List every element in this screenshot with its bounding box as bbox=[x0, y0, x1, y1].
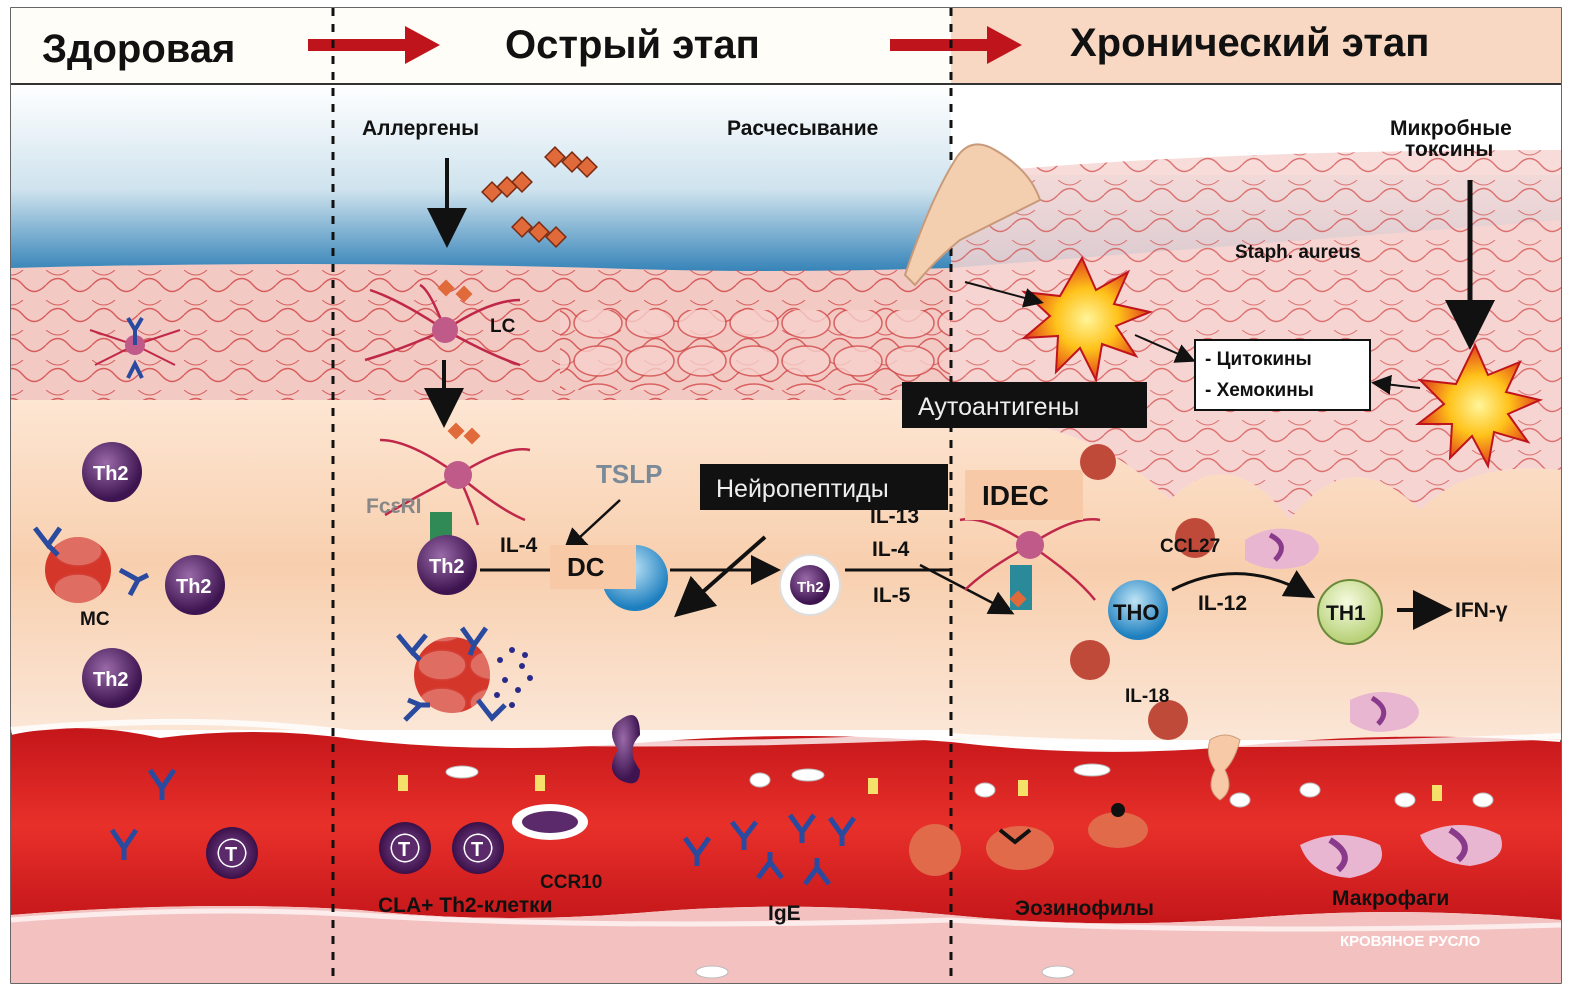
ccr10-label: CCR10 bbox=[540, 872, 602, 893]
svg-text:Th2: Th2 bbox=[797, 579, 824, 596]
svg-text:Th2: Th2 bbox=[176, 576, 212, 598]
svg-text:Th2: Th2 bbox=[93, 669, 129, 691]
th2-cell: Th2 bbox=[82, 648, 142, 708]
microbial-toxins-label-2: токсины bbox=[1405, 138, 1493, 161]
il18-label: IL-18 bbox=[1125, 686, 1169, 707]
svg-text:TH1: TH1 bbox=[1326, 602, 1366, 625]
scratching-label: Расчесывание bbox=[727, 117, 878, 140]
neuropeptides-label: Нейропептиды bbox=[716, 475, 889, 503]
eosinophil-cell bbox=[1080, 444, 1116, 480]
lc-label: LC bbox=[490, 316, 516, 337]
il4-mid-label: IL-4 bbox=[872, 538, 910, 561]
ige-label: IgE bbox=[768, 902, 801, 925]
eosinophils-label: Эозинофилы bbox=[1015, 897, 1154, 920]
th2-cell: Th2 bbox=[82, 442, 142, 502]
th0-cell-chronic: THO bbox=[1108, 580, 1168, 640]
eosinophil-cell bbox=[1070, 640, 1110, 680]
ccr10-cell bbox=[512, 804, 588, 840]
svg-text:T: T bbox=[471, 839, 483, 861]
eosinophil-cell bbox=[909, 824, 961, 876]
svg-text:Th2: Th2 bbox=[93, 463, 129, 485]
t-cell: T bbox=[452, 822, 504, 874]
mc-label: MC bbox=[80, 609, 110, 630]
il12-label: IL-12 bbox=[1198, 592, 1247, 615]
staph-label: Staph. aureus bbox=[1235, 242, 1361, 263]
idec-label: IDEC bbox=[982, 480, 1049, 511]
il4-left-label: IL-4 bbox=[500, 534, 538, 557]
stage-chronic-label: Хронический этап bbox=[1070, 21, 1429, 65]
il5-label: IL-5 bbox=[873, 584, 911, 607]
autoantigens-label: Аутоантигены bbox=[918, 393, 1079, 421]
allergens-label: Аллергены bbox=[362, 117, 479, 140]
t-cell: T bbox=[379, 822, 431, 874]
th2-cell-acute: Th2 bbox=[417, 535, 477, 595]
tslp-label: TSLP bbox=[596, 459, 662, 489]
ifn-gamma-label: IFN-γ bbox=[1455, 599, 1508, 622]
macrophage-cell bbox=[1350, 692, 1419, 732]
th2-cell-effector: Th2 bbox=[780, 555, 840, 615]
microbial-toxins-label-1: Микробные bbox=[1390, 117, 1512, 140]
svg-text:Th2: Th2 bbox=[429, 556, 465, 578]
cla-th2-label: CLA+ Th2-клетки bbox=[378, 894, 553, 917]
th2-cell: Th2 bbox=[165, 555, 225, 615]
fcer-label: FcεRI bbox=[366, 495, 421, 518]
t-cell: T bbox=[206, 827, 258, 879]
macrophages-label: Макрофаги bbox=[1332, 887, 1449, 910]
svg-text:T: T bbox=[225, 844, 237, 866]
eosinophil-vessel bbox=[986, 826, 1054, 870]
chemokines-label: - Хемокины bbox=[1205, 380, 1314, 401]
stage-healthy-label: Здоровая bbox=[42, 27, 235, 71]
cytokines-label: - Цитокины bbox=[1205, 349, 1312, 370]
dc-label: DC bbox=[567, 552, 605, 582]
th1-cell: TH1 bbox=[1318, 580, 1382, 644]
blood-vessel bbox=[11, 728, 1561, 923]
svg-text:THO: THO bbox=[1113, 600, 1159, 625]
bloodstream-label: КРОВЯНОЕ РУСЛО bbox=[1340, 933, 1481, 950]
svg-text:T: T bbox=[398, 839, 410, 861]
macrophage-cell bbox=[1245, 529, 1319, 569]
ccl27-label: CCL27 bbox=[1160, 536, 1220, 557]
stage-acute-label: Острый этап bbox=[505, 23, 760, 67]
